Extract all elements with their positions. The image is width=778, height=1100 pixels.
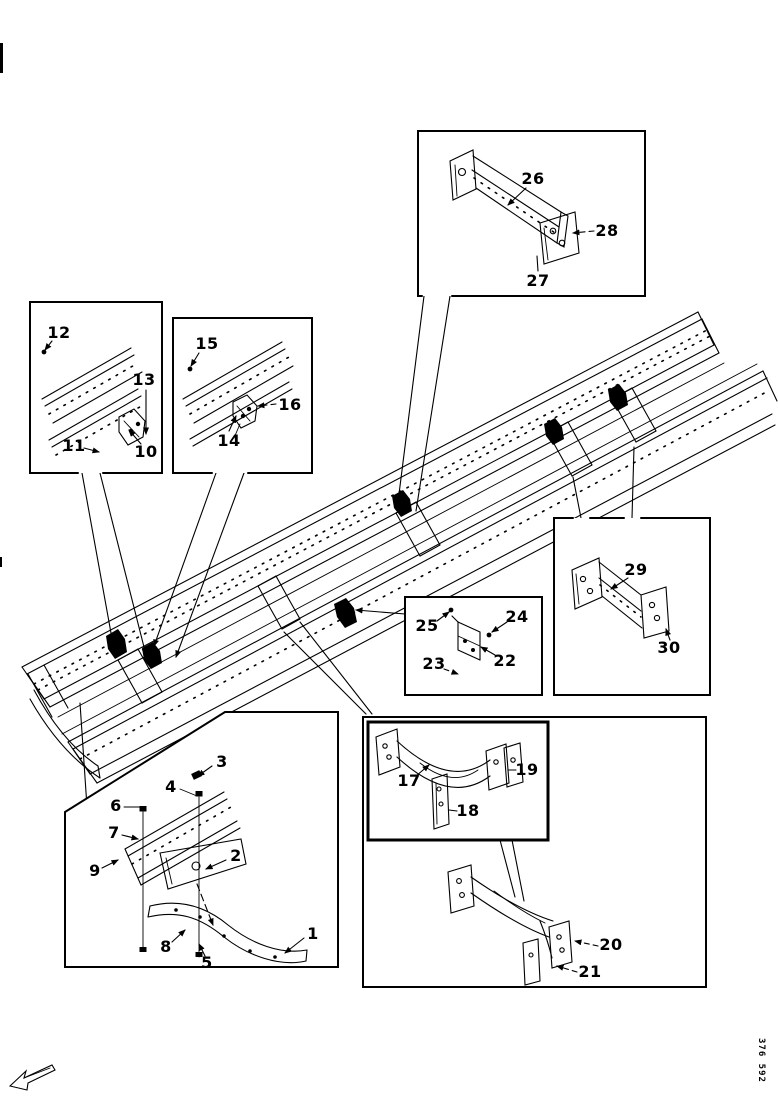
callout-box-bracket-left (29, 301, 163, 474)
part-label-28: 28 (595, 221, 619, 240)
part-label-26: 26 (521, 169, 545, 188)
part-label-29: 29 (624, 560, 648, 579)
scan-edge-artifacts (0, 43, 3, 567)
part-label-17: 17 (397, 771, 421, 790)
part-label-5: 5 (201, 953, 213, 972)
callout-box-clamp (404, 596, 543, 696)
part-label-15: 15 (195, 334, 219, 353)
part-label-4: 4 (165, 777, 177, 796)
part-label-9: 9 (89, 861, 101, 880)
part-label-12: 12 (47, 323, 71, 342)
callout-box-crossmember-top (417, 130, 646, 297)
leader-lines (79, 295, 635, 808)
part-label-20: 20 (599, 935, 623, 954)
callout-box-bracket-right (172, 317, 313, 474)
part-label-8: 8 (160, 937, 172, 956)
part-label-16: 16 (278, 395, 302, 414)
chassis-frame-drawing (21, 311, 778, 784)
callout-box-rear-crossmember (553, 517, 711, 696)
part-label-7: 7 (108, 823, 120, 842)
part-label-19: 19 (515, 760, 539, 779)
part-label-23: 23 (422, 654, 446, 673)
figure-number: 376 592 (756, 1038, 766, 1083)
part-label-25: 25 (415, 616, 439, 635)
callout-box-front-end (64, 711, 339, 968)
part-label-13: 13 (132, 370, 156, 389)
part-label-24: 24 (505, 607, 529, 626)
callout-box-v-crossmember-exploded (366, 720, 550, 902)
part-label-3: 3 (216, 752, 228, 771)
part-label-21: 21 (578, 962, 602, 981)
part-label-11: 11 (62, 436, 86, 455)
part-label-22: 22 (493, 651, 517, 670)
part-label-6: 6 (110, 796, 122, 815)
part-label-30: 30 (657, 638, 681, 657)
part-label-14: 14 (217, 431, 241, 450)
part-label-18: 18 (456, 801, 480, 820)
front-direction-arrow-icon (8, 1064, 56, 1091)
part-label-10: 10 (134, 442, 158, 461)
part-label-1: 1 (307, 924, 319, 943)
part-label-27: 27 (526, 271, 550, 290)
part-label-2: 2 (230, 846, 242, 865)
